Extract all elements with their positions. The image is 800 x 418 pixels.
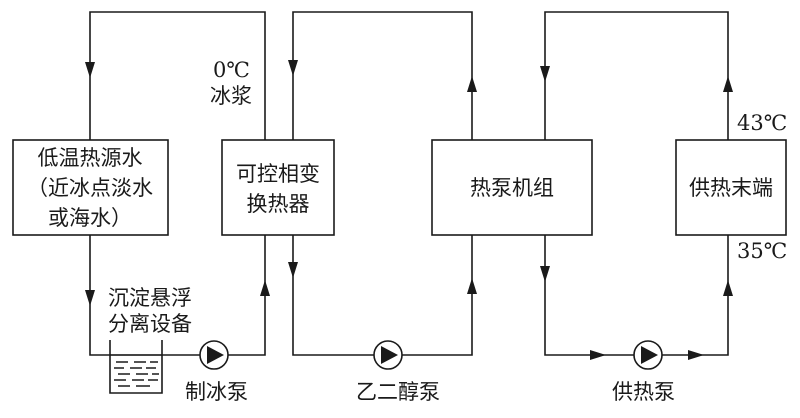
glycol-pump-icon <box>373 340 403 370</box>
phase-change-exchanger-box: 可控相变 换热器 <box>221 139 335 236</box>
down-arrow-icon <box>85 290 95 306</box>
down-arrow-icon <box>288 262 298 278</box>
sediment-label-line-2: 分离设备 <box>108 312 192 336</box>
exchanger-line-1: 可控相变 <box>236 162 320 186</box>
sediment-label-line-1: 沉淀悬浮 <box>108 286 192 310</box>
sedimentation-tank <box>109 340 163 394</box>
source-line-2: （近冰点淡水 <box>27 176 153 200</box>
terminal-label: 供热末端 <box>689 176 773 200</box>
heating-terminal-box: 供热末端 <box>675 139 787 236</box>
sediment-hatch-icon <box>114 361 159 387</box>
heating-supply-pump-icon <box>633 340 663 370</box>
heating-pump-label: 供热泵 <box>612 380 675 404</box>
up-arrow-icon <box>723 280 733 296</box>
heating-bottom-pipe <box>544 235 729 356</box>
down-arrow-icon <box>288 60 298 76</box>
ice-pump-label: 制冰泵 <box>185 380 248 404</box>
right-arrow-icon <box>688 350 704 360</box>
source-line-1: 低温热源水 <box>38 146 143 170</box>
glycol-top-pipe <box>292 11 473 140</box>
return-temperature-label: 35℃ <box>737 239 787 263</box>
heat-pump-label: 热泵机组 <box>470 176 554 200</box>
source-line-3: 或海水） <box>48 206 132 230</box>
ice-temperature-label: 0℃ <box>213 58 250 82</box>
down-arrow-icon <box>540 266 550 282</box>
glycol-bottom-pipe <box>292 235 473 356</box>
flow-arrows <box>85 60 733 360</box>
supply-temperature-label: 43℃ <box>737 111 787 135</box>
up-arrow-icon <box>467 76 477 92</box>
exchanger-line-2: 换热器 <box>247 192 310 216</box>
down-arrow-icon <box>540 66 550 82</box>
ice-slurry-label: 冰浆 <box>210 84 252 108</box>
up-arrow-icon <box>260 280 270 296</box>
source-water-box: 低温热源水 （近冰点淡水 或海水） <box>12 139 169 236</box>
glycol-pump-label: 乙二醇泵 <box>356 380 440 404</box>
up-arrow-icon <box>723 76 733 92</box>
up-arrow-icon <box>467 278 477 294</box>
down-arrow-icon <box>85 62 95 78</box>
heat-pump-unit-box: 热泵机组 <box>431 139 593 236</box>
right-arrow-icon <box>590 350 606 360</box>
heating-top-pipe <box>544 11 729 140</box>
ice-making-pump-icon <box>199 340 229 370</box>
